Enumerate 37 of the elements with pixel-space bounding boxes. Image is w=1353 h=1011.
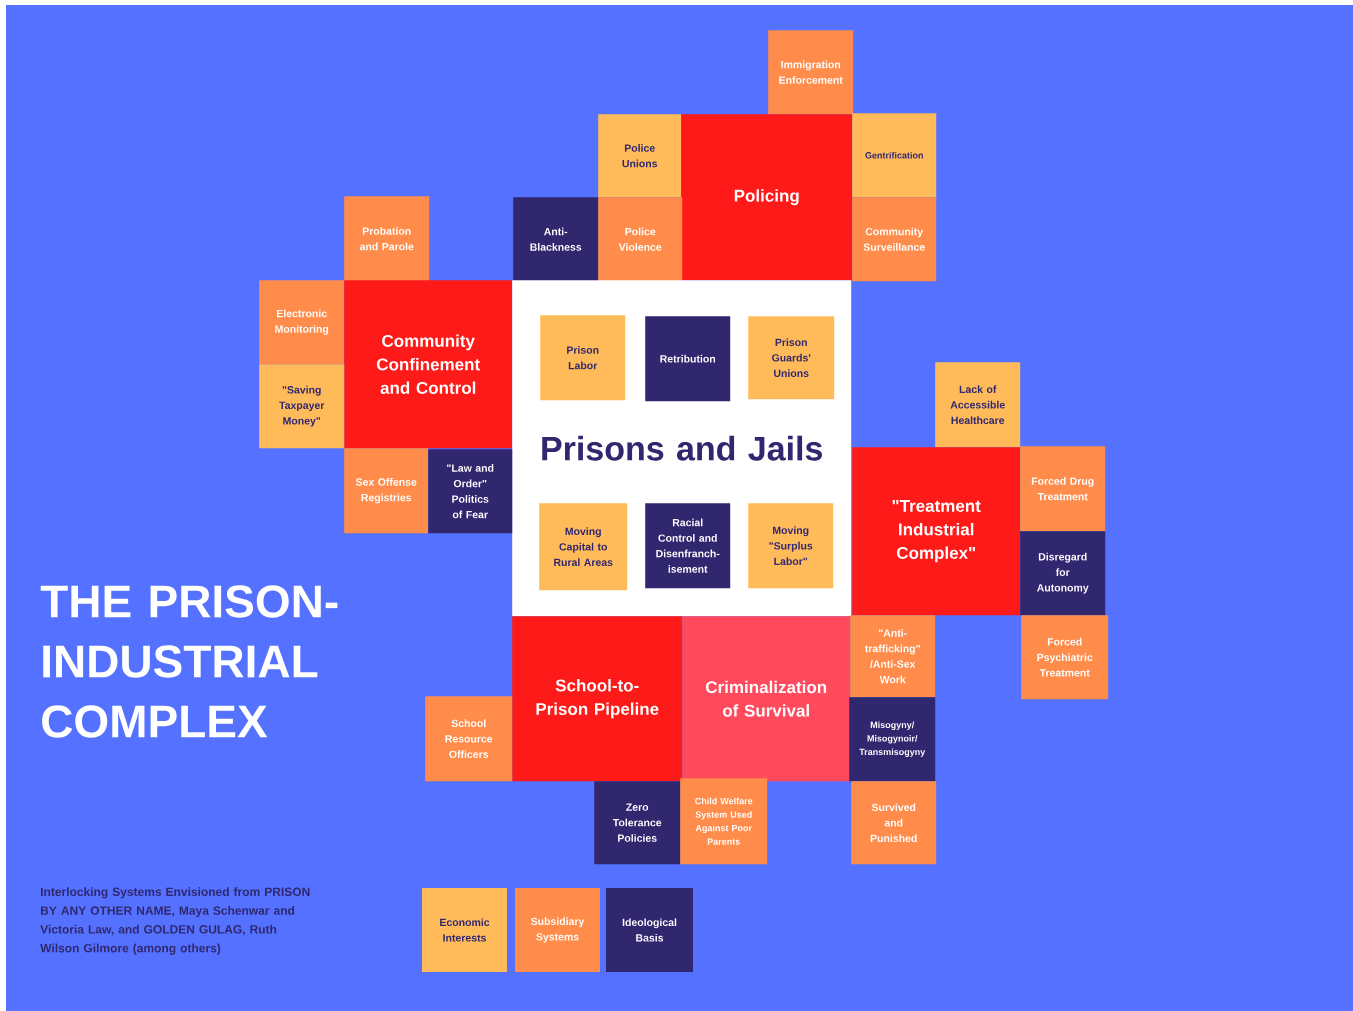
system-box: Sex Offense Registries [344,448,429,534]
system-box: Lack of Accessible Healthcare [935,362,1021,448]
system-box: Probation and Parole [344,196,430,282]
system-box: Anti-Blackness [513,197,599,282]
system-box: "Saving Taxpayer Money" [259,364,345,449]
system-box: School Resource Officers [425,696,513,782]
system-box: Police Violence [598,197,683,282]
caption: Interlocking Systems Envisioned from PRISON BY ANY OTHER NAME, Maya Schenwar and Victoria Law, and GOLDEN GULAG, Ruth Wilson Gilmore (among others) [40,887,310,955]
system-box: "Anti-trafficking" /Anti-Sex Work [850,615,936,698]
system-box: Child Welfare System Used Against Poor Parents [680,778,768,865]
system-box: Survived and Punished [851,781,937,865]
system-box: Racial Control and Disenfranch-isement [645,503,731,589]
system-box: Forced Drug Treatment [1020,446,1106,532]
system-box: Zero Tolerance Policies [594,781,681,865]
system-box: Community Surveillance [852,197,937,282]
category-box: Criminalization of Survival [682,616,851,782]
system-box: Gentrification [852,113,937,198]
system-box: Disregard for Autonomy [1020,531,1106,616]
legend-label: Economic Interests [440,918,490,942]
category-box: Policing [681,114,853,281]
legend-label: Subsidiary Systems [530,917,585,943]
legend-label: Ideological Basis [622,918,677,942]
system-box: Prison Guards' Unions [748,316,835,400]
system-box: Retribution [645,316,731,402]
system-box: Prison Labor [540,315,626,401]
system-box: Moving Capital to Rural Areas [539,503,628,591]
category-box: "Treatment Industrial Complex" [852,447,1021,616]
system-box: Immigration Enforcement [768,30,854,115]
category-box: Community Confinement and Control [344,280,513,449]
system-box: "Law and Order" Politics of Fear [428,449,513,534]
category-box: School-to-Prison Pipeline [512,616,683,782]
system-box: Misogyny/ Misogynoir/ Transmisogyny [849,697,936,782]
system-box: Moving "Surplus Labor" [748,503,834,589]
system-box: Electronic Monitoring [259,280,345,365]
system-box: Forced Psychiatric Treatment [1021,615,1109,700]
title: THE PRISON-INDUSTRIAL COMPLEX [40,585,338,738]
system-box: Police Unions [598,114,682,198]
